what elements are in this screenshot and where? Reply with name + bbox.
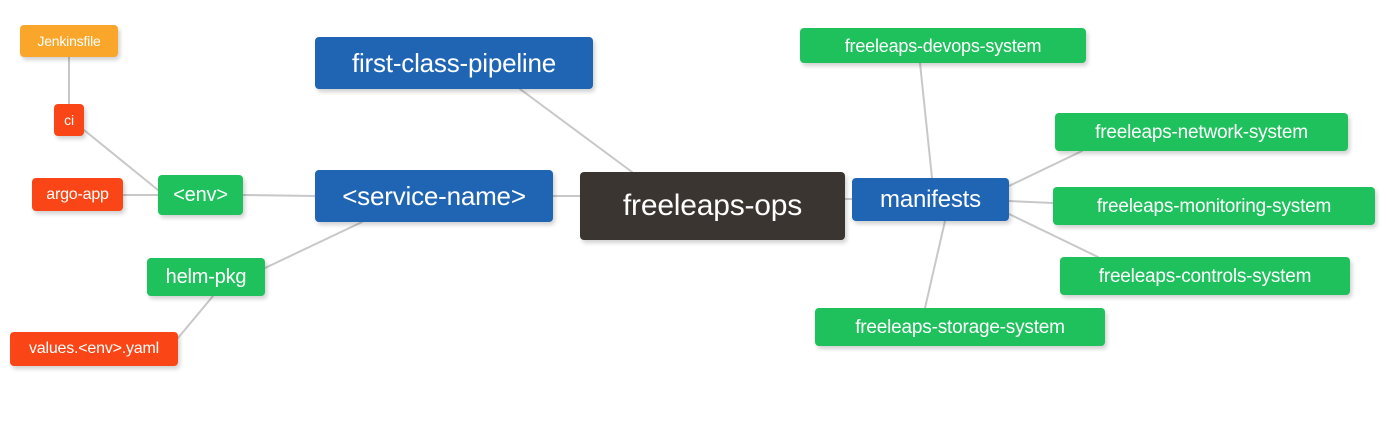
node-label: freeleaps-monitoring-system [1096,195,1332,217]
node-label: freeleaps-ops [622,189,803,222]
edge-manifests-to-network-system [1008,150,1083,187]
node-storage-system[interactable]: freeleaps-storage-system [815,308,1105,346]
node-monitoring-system[interactable]: freeleaps-monitoring-system [1053,187,1375,225]
node-label: freeleaps-storage-system [855,316,1065,338]
node-label: freeleaps-devops-system [844,35,1042,56]
edge-values-env-yaml-to-helm-pkg [177,295,214,339]
node-env[interactable]: <env> [158,175,243,215]
node-values-env-yaml[interactable]: values.<env>.yaml [10,332,178,366]
edge-manifests-to-devops-system [919,62,933,179]
node-label: helm-pkg [165,266,247,288]
node-manifests[interactable]: manifests [852,178,1009,221]
node-label: first-class-pipeline [351,48,557,78]
node-label: freeleaps-controls-system [1098,265,1312,287]
edge-manifests-to-storage-system [924,220,946,309]
edge-env-to-service-name [242,194,316,197]
node-devops-system[interactable]: freeleaps-devops-system [800,28,1086,63]
node-label: <service-name> [342,181,526,211]
node-label: argo-app [46,185,109,203]
edge-manifests-to-monitoring-system [1008,200,1054,204]
node-label: ci [64,112,74,128]
edge-first-class-pipeline-to-freeleaps-ops [519,88,633,173]
node-label: <env> [173,184,228,206]
node-controls-system[interactable]: freeleaps-controls-system [1060,257,1350,295]
node-first-class-pipeline[interactable]: first-class-pipeline [315,37,593,89]
node-ci[interactable]: ci [54,104,84,136]
node-argo-app[interactable]: argo-app [32,178,123,211]
node-service-name[interactable]: <service-name> [315,170,553,222]
node-jenkinsfile[interactable]: Jenkinsfile [20,25,118,57]
edge-helm-pkg-to-service-name [264,221,363,269]
node-network-system[interactable]: freeleaps-network-system [1055,113,1348,151]
node-freeleaps-ops[interactable]: freeleaps-ops [580,172,845,240]
node-label: manifests [880,185,981,213]
node-helm-pkg[interactable]: helm-pkg [147,258,265,296]
node-label: Jenkinsfile [37,33,101,49]
node-label: freeleaps-network-system [1095,121,1308,143]
node-label: values.<env>.yaml [28,340,159,357]
